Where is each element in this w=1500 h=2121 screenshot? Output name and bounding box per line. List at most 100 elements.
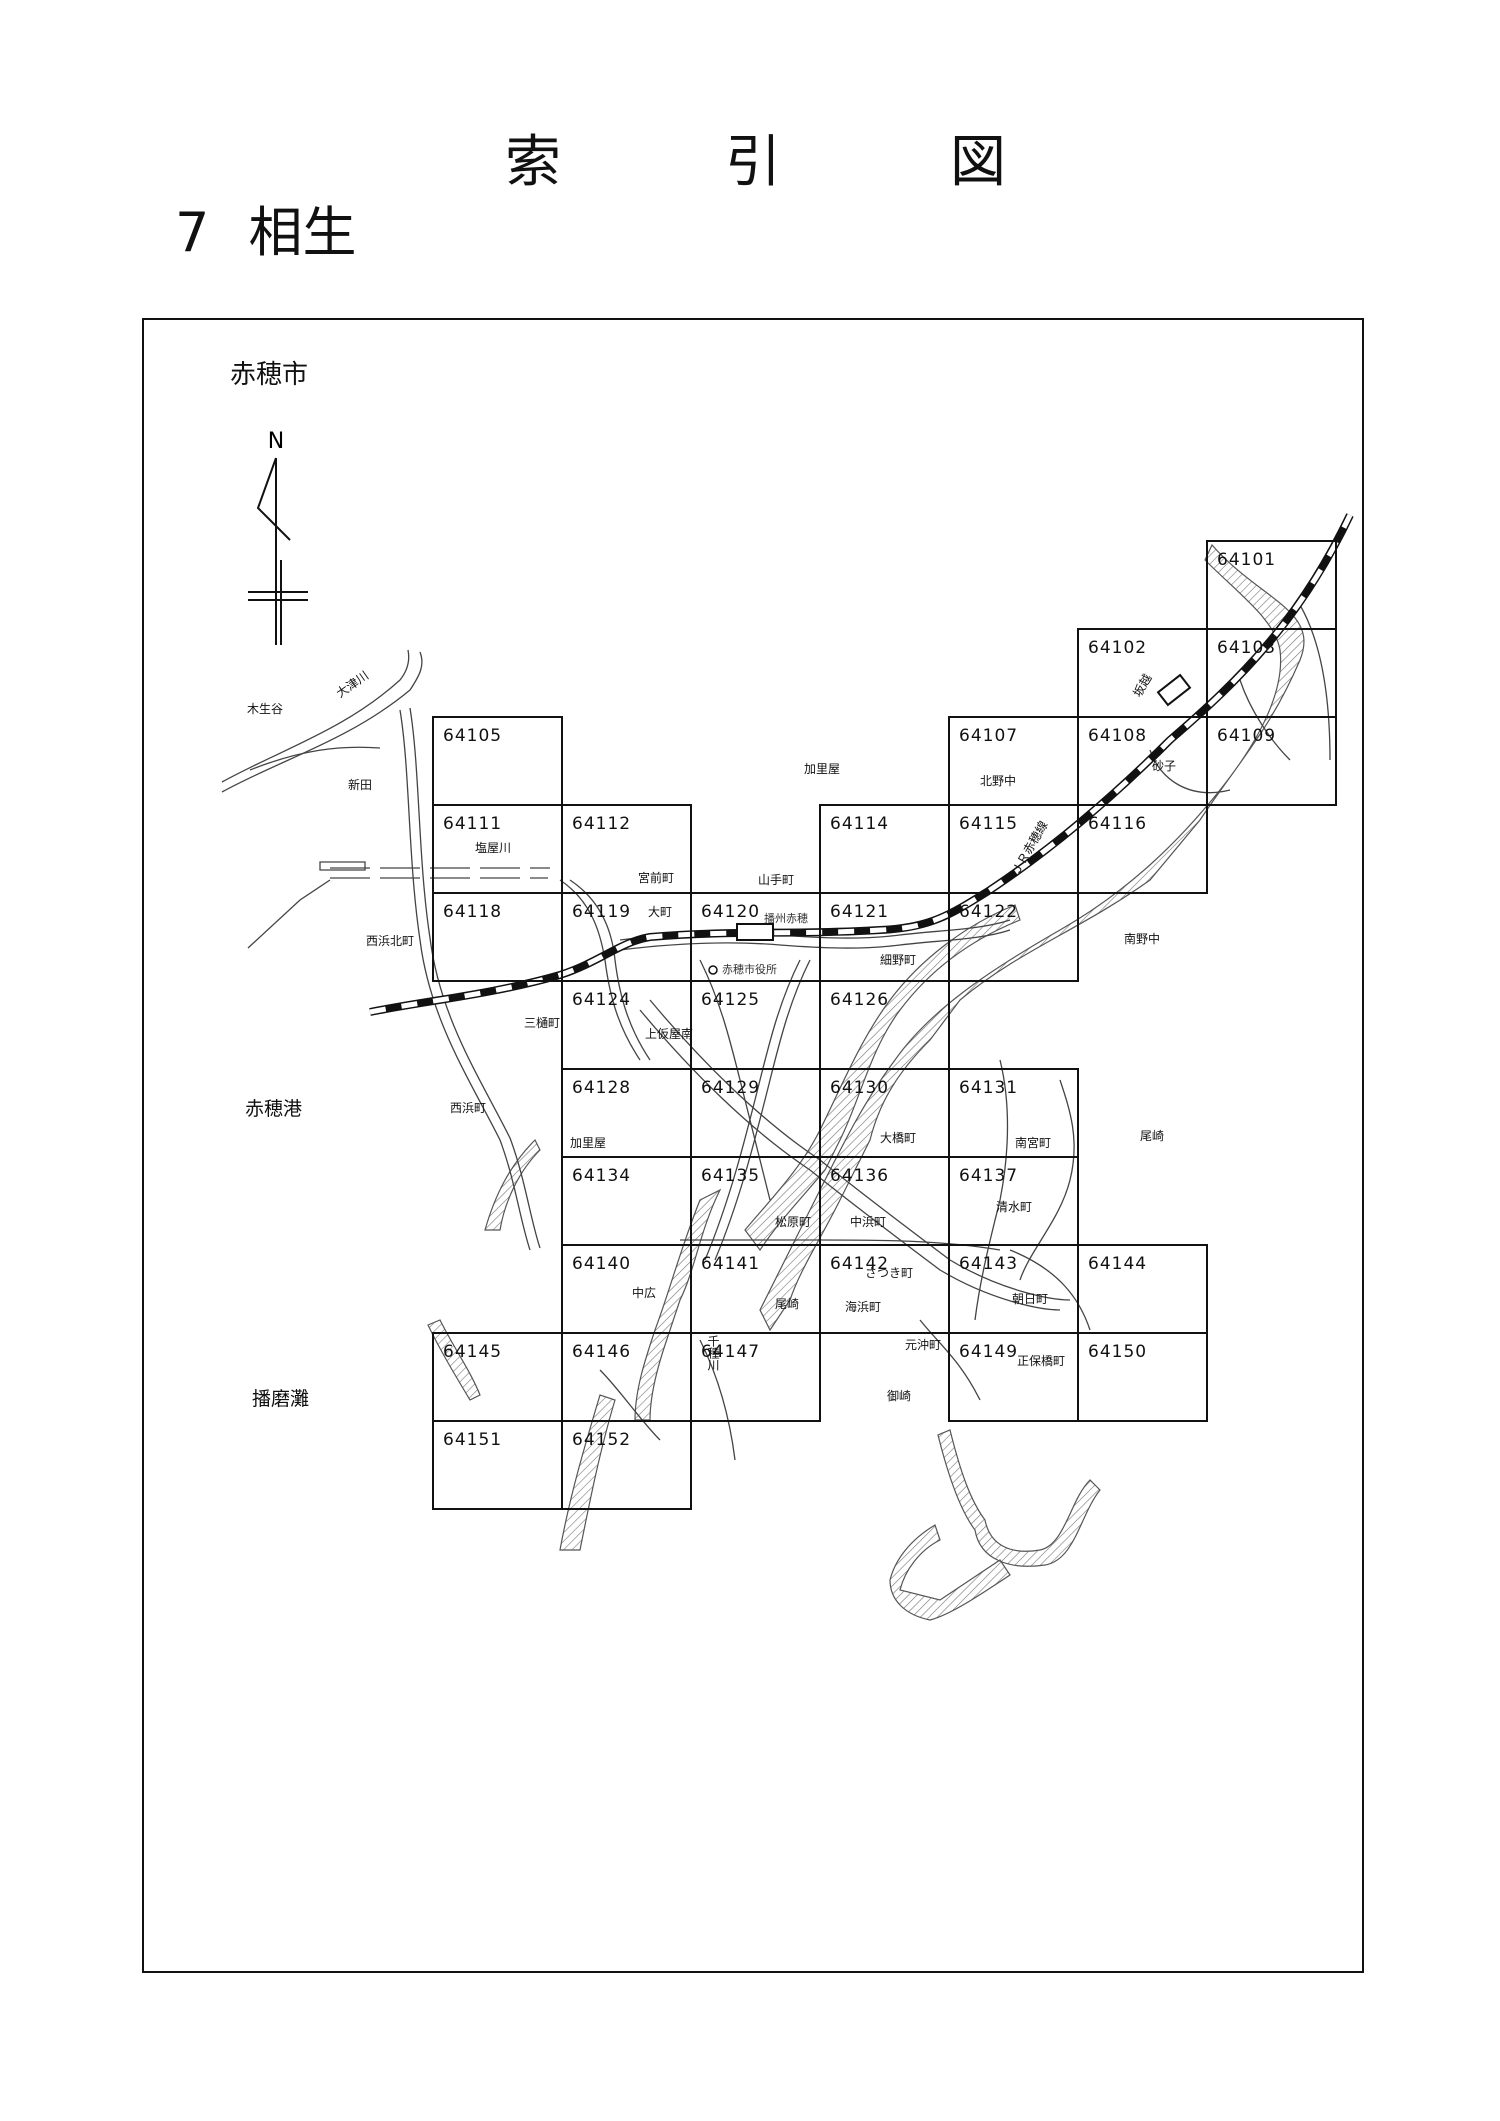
place-mihi-cho: 三樋町: [524, 1015, 560, 1030]
place-chikusa-gawa: 千種川: [706, 1335, 720, 1371]
tile-label-64141: 64141: [701, 1254, 760, 1274]
place-matsubara-cho: 松原町: [775, 1215, 811, 1229]
place-kariya: 加里屋: [804, 762, 840, 776]
place-shimizu-cho: 清水町: [996, 1200, 1032, 1214]
tile-label-64103: 64103: [1217, 638, 1276, 658]
place-nakahama-cho: 中浜町: [850, 1214, 886, 1229]
tile-label-64102: 64102: [1088, 638, 1147, 658]
place-kaihin-cho: 海浜町: [845, 1299, 881, 1314]
place-harima-nada: 播磨灘: [252, 1388, 309, 1410]
tile-label-64149: 64149: [959, 1342, 1018, 1362]
place-minaminonaka: 南野中: [1124, 931, 1160, 946]
place-hosono-cho: 細野町: [880, 953, 916, 967]
tile-label-64146: 64146: [572, 1342, 631, 1362]
place-omachi: 大町: [648, 905, 672, 919]
place-sakagoshi: 坂越: [1130, 672, 1154, 700]
map-tile[interactable]: [690, 1332, 821, 1422]
north-arrow-icon: N: [248, 429, 308, 645]
tile-label-64142: 64142: [830, 1254, 889, 1274]
title-char-3: 図: [950, 130, 1006, 195]
tile-label-64118: 64118: [443, 902, 502, 922]
place-nishihama-kita-cho: 西浜北町: [366, 934, 414, 948]
place-kio-dani: 木生谷: [247, 702, 283, 716]
tile-label-64126: 64126: [830, 990, 889, 1010]
place-yamate-cho: 山手町: [758, 873, 794, 887]
tile-label-64124: 64124: [572, 990, 631, 1010]
place-sunago: 砂子: [1152, 759, 1176, 773]
tile-label-64114: 64114: [830, 814, 889, 834]
place-ako-shiyakusho: 赤穂市役所: [722, 962, 777, 976]
tile-label-64121: 64121: [830, 902, 889, 922]
map-tile[interactable]: [948, 892, 1079, 982]
section-number: 7: [175, 201, 210, 264]
map-tile[interactable]: [561, 1420, 692, 1510]
title-char-1: 索: [505, 130, 561, 195]
tile-label-64107: 64107: [959, 726, 1018, 746]
jr-railway: [369, 513, 1354, 1016]
roads-and-rivers: [221, 604, 1331, 1461]
place-banshu-ako: 播州赤穂: [764, 911, 808, 925]
tile-label-64128: 64128: [572, 1078, 631, 1098]
tile-label-64147: 64147: [701, 1342, 760, 1362]
place-osaki: 尾崎: [1140, 1129, 1164, 1143]
sakagoshi-station-icon: [1156, 673, 1192, 707]
tile-label-64108: 64108: [1088, 726, 1147, 746]
tile-label-64101: 64101: [1217, 550, 1276, 570]
tile-label-64105: 64105: [443, 726, 502, 746]
section-heading: 7 相生: [175, 198, 357, 268]
place-motooki-cho: 元沖町: [905, 1338, 941, 1352]
place-satsuki-cho: さつき町: [865, 1266, 913, 1280]
map-frame: [142, 318, 1364, 1973]
tile-label-64135: 64135: [701, 1166, 760, 1186]
tile-label-64137: 64137: [959, 1166, 1018, 1186]
tile-label-64116: 64116: [1088, 814, 1147, 834]
coastline-hatching: [427, 543, 1305, 1621]
city-hall-icon: [708, 965, 718, 975]
north-label: N: [268, 429, 284, 454]
tile-label-64140: 64140: [572, 1254, 631, 1274]
place-misaki: 御崎: [887, 1388, 911, 1403]
tile-label-64130: 64130: [830, 1078, 889, 1098]
tile-label-64143: 64143: [959, 1254, 1018, 1274]
tile-label-64115: 64115: [959, 814, 1018, 834]
place-kariya-2: 加里屋: [570, 1136, 606, 1150]
tile-label-64120: 64120: [701, 902, 760, 922]
tile-label-64136: 64136: [830, 1166, 889, 1186]
place-asahi-cho: 朝日町: [1012, 1292, 1048, 1306]
tile-label-64151: 64151: [443, 1430, 502, 1450]
place-otsu-gawa: 大津川: [334, 668, 372, 700]
place-shohobashi-cho: 正保橋町: [1017, 1354, 1065, 1368]
tile-label-64150: 64150: [1088, 1342, 1147, 1362]
place-shioya-gawa: 塩屋川: [475, 840, 511, 855]
tile-label-64111: 64111: [443, 814, 502, 834]
map-tile[interactable]: [1077, 804, 1208, 894]
tile-label-64129: 64129: [701, 1078, 760, 1098]
place-kitanonaka: 北野中: [980, 773, 1016, 788]
title-char-2: 引: [725, 130, 781, 195]
place-nishihama-cho: 西浜町: [450, 1101, 486, 1115]
map-tile[interactable]: [1077, 1332, 1208, 1422]
tile-label-64145: 64145: [443, 1342, 502, 1362]
place-miyamae-cho: 宮前町: [638, 870, 674, 885]
section-name: 相生: [248, 201, 357, 264]
tile-label-64125: 64125: [701, 990, 760, 1010]
tile-grid: 64101 64102 64103 64105 64107 64108 64109 64111…: [432, 540, 1337, 1510]
tile-label-64119: 64119: [572, 902, 631, 922]
tile-label-64134: 64134: [572, 1166, 631, 1186]
page-title: 索 引 図: [0, 128, 1500, 198]
place-ako-ko: 赤穂港: [245, 1098, 302, 1120]
map-tile[interactable]: [1206, 716, 1337, 806]
tile-label-64144: 64144: [1088, 1254, 1147, 1274]
tile-label-64109: 64109: [1217, 726, 1276, 746]
place-nakahiro: 中広: [632, 1285, 656, 1300]
place-names: 木生谷 大津川 新田 加里屋 北野中 坂越 砂子 ＪＲ赤穂線 塩屋川 宮前町 山…: [245, 668, 1176, 1410]
place-minamimiya-cho: 南宮町: [1015, 1135, 1051, 1150]
place-kamikariyaminami: 上仮屋南: [645, 1026, 693, 1041]
tile-label-64152: 64152: [572, 1430, 631, 1450]
place-shinden: 新田: [348, 777, 372, 792]
tile-label-64131: 64131: [959, 1078, 1018, 1098]
banshu-ako-station-icon: [736, 923, 774, 941]
place-ohashi-cho: 大橋町: [880, 1131, 916, 1145]
place-osaki-2: 尾崎: [775, 1297, 799, 1311]
